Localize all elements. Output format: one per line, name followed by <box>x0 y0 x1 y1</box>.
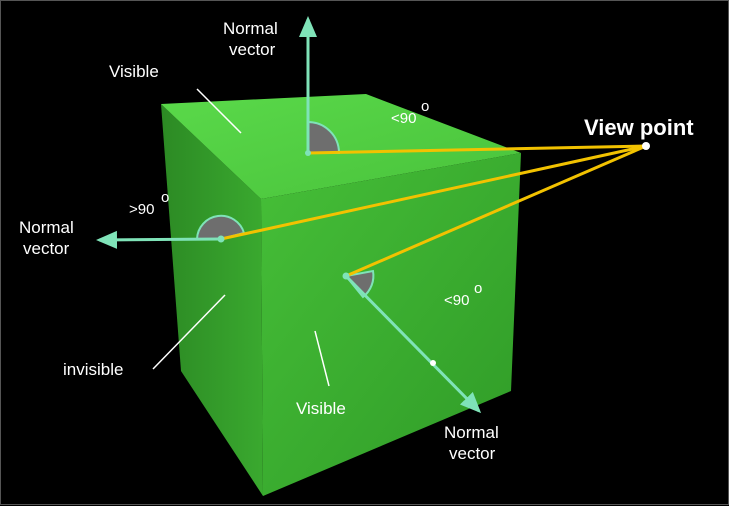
label-angle-front-degree: o <box>474 280 482 297</box>
label-angle-top: <90 <box>391 110 416 127</box>
label-visible-top: Visible <box>109 62 159 81</box>
angle-marker-left <box>195 214 246 240</box>
cube-top-face <box>161 94 521 199</box>
angle-marker-front <box>344 269 375 299</box>
cube-left-face <box>161 104 263 496</box>
cube-front-face <box>261 153 521 496</box>
label-angle-left-degree: o <box>161 189 169 206</box>
origin-dot-front <box>342 272 350 280</box>
label-invisible-left: invisible <box>63 360 123 379</box>
angle-marker-top <box>307 120 341 154</box>
origin-dot-left <box>217 235 225 243</box>
normal-vector-front <box>344 274 482 414</box>
label-angle-left: >90 <box>129 201 154 218</box>
label-view-point: View point <box>584 115 694 140</box>
label-normal-front-line2: vector <box>449 444 496 463</box>
leader-invisible <box>152 294 226 370</box>
label-normal-top-line1: Normal <box>223 19 278 38</box>
leader-visible-front <box>314 330 330 387</box>
label-angle-front: <90 <box>444 292 469 309</box>
view-point-dot <box>642 142 650 150</box>
label-normal-left-line1: Normal <box>19 218 74 237</box>
origin-dot-top <box>305 150 311 156</box>
label-normal-top-line2: vector <box>229 40 276 59</box>
sight-line-left <box>220 144 647 241</box>
label-visible-front: Visible <box>296 399 346 418</box>
label-angle-top-degree: o <box>421 98 429 115</box>
normal-vector-left <box>96 230 222 249</box>
label-normal-front-line1: Normal <box>444 423 499 442</box>
mid-dot-front-normal <box>430 360 436 366</box>
sight-line-front <box>345 144 647 278</box>
label-normal-left-line2: vector <box>23 239 70 258</box>
leader-visible-top <box>196 88 242 134</box>
sight-line-top <box>307 144 647 155</box>
